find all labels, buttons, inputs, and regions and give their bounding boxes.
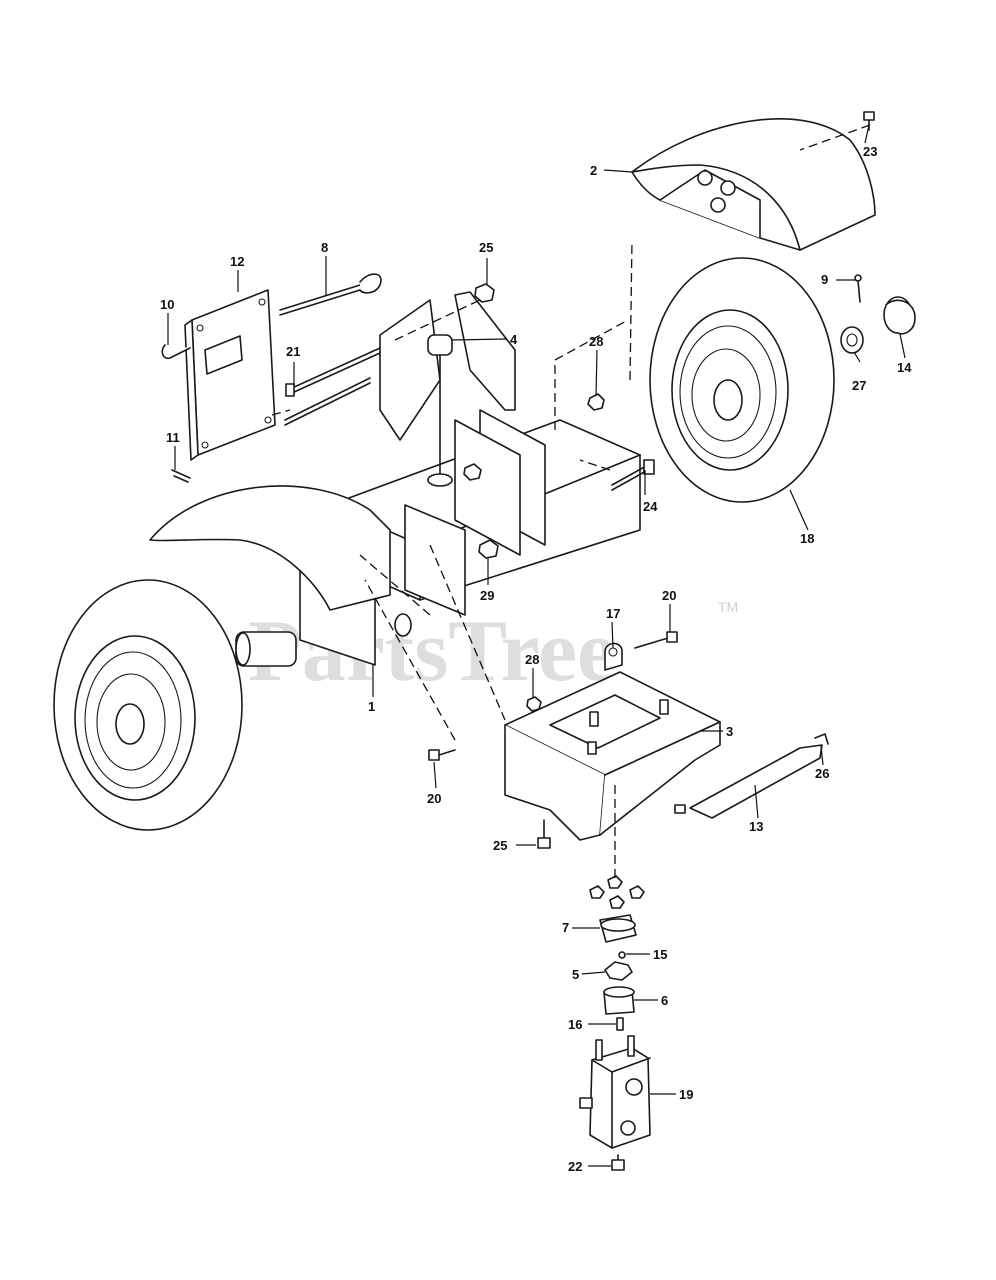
part-26-bolt[interactable]	[814, 733, 829, 745]
part-24-bolt[interactable]	[611, 459, 655, 491]
callout-27: 27	[852, 378, 866, 393]
callout-22: 22	[568, 1159, 582, 1174]
callout-24: 24	[643, 499, 658, 514]
callout-8: 8	[321, 240, 328, 255]
callout-25-lower: 25	[493, 838, 507, 853]
part-5-spider[interactable]	[604, 961, 633, 981]
coupler-nuts	[589, 875, 645, 909]
part-8-pin[interactable]	[279, 273, 382, 316]
part-20-bolt-right[interactable]	[634, 631, 678, 649]
callout-25-top: 25	[479, 240, 493, 255]
frame-brackets	[379, 291, 546, 616]
part-2-right-fender[interactable]	[631, 118, 876, 251]
part-28-nut-top[interactable]	[587, 393, 605, 411]
callout-21: 21	[286, 344, 300, 359]
part-3-pump-bracket[interactable]	[504, 671, 721, 841]
part-29-nut[interactable]	[463, 463, 499, 559]
callout-17: 17	[606, 606, 620, 621]
part-14-hub-cap[interactable]	[883, 296, 916, 335]
callout-15: 15	[653, 947, 667, 962]
part-17-clamp[interactable]	[604, 642, 623, 671]
callout-20-left: 20	[427, 791, 441, 806]
part-28-nut-lower[interactable]	[526, 696, 542, 712]
left-fender	[149, 485, 391, 611]
part-19-hydraulic-pump[interactable]	[579, 1035, 651, 1149]
callout-1: 1	[368, 699, 375, 714]
callout-6: 6	[661, 993, 668, 1008]
callout-19: 19	[679, 1087, 693, 1102]
callout-labels: 2 23 9 27 14 18 12 8 10 21 11 25 4 28 24…	[160, 144, 912, 1174]
callout-20-right: 20	[662, 588, 676, 603]
callout-28-lower: 28	[525, 652, 539, 667]
callout-26: 26	[815, 766, 829, 781]
part-9-pin[interactable]	[854, 274, 862, 303]
callout-2: 2	[590, 163, 597, 178]
callout-14: 14	[897, 360, 912, 375]
callout-29: 29	[480, 588, 494, 603]
part-4-knob[interactable]	[427, 334, 453, 487]
part-12-plate[interactable]	[184, 289, 276, 461]
part-11-clip[interactable]	[171, 469, 191, 483]
callout-16: 16	[568, 1017, 582, 1032]
part-7-coupler[interactable]	[599, 914, 637, 943]
part-10-clip[interactable]	[161, 344, 191, 360]
part-16-key[interactable]	[616, 1017, 624, 1031]
part-6-coupler[interactable]	[603, 986, 635, 1015]
part-22-bolt[interactable]	[611, 1154, 625, 1171]
callout-5: 5	[572, 967, 579, 982]
part-21-bolt[interactable]	[284, 347, 381, 426]
left-wheel	[53, 579, 243, 831]
callout-10: 10	[160, 297, 174, 312]
part-25-bolt-lower[interactable]	[537, 819, 551, 849]
callout-23: 23	[863, 144, 877, 159]
watermark-trademark: TM	[718, 599, 738, 615]
leader-lines	[167, 124, 906, 1167]
callout-9: 9	[821, 272, 828, 287]
callout-18: 18	[800, 531, 814, 546]
part-20-bolt-left[interactable]	[428, 749, 456, 761]
part-15-set-screw[interactable]	[618, 951, 626, 959]
part-18-right-wheel[interactable]	[649, 257, 835, 503]
assembly-lines	[271, 124, 871, 878]
part-27-castle-nut[interactable]	[840, 326, 864, 354]
callout-28-top: 28	[589, 334, 603, 349]
callout-4: 4	[510, 332, 518, 347]
callout-13: 13	[749, 819, 763, 834]
callout-11: 11	[166, 430, 180, 445]
callout-7: 7	[562, 920, 569, 935]
callout-12: 12	[230, 254, 244, 269]
part-25-nut-top[interactable]	[474, 283, 495, 303]
callout-3: 3	[726, 724, 733, 739]
